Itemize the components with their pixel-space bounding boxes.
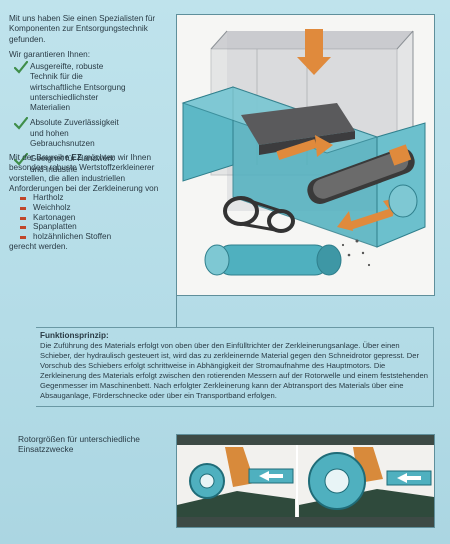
base-cylinder [216,244,330,276]
guarantee-label: Ausgereifte, robuste Technik für die wir… [30,62,126,113]
large-rotor-icon [308,452,366,510]
series-suffix: möchten wir Ihnen besonders robuste Wert… [9,153,159,193]
used-for-text: gerecht werden. [9,242,68,251]
bullet-icon [20,206,26,210]
material-label: Weichholz [33,202,71,212]
guarantee-item: Ausgereifte, robuste Technik für die wir… [14,61,128,113]
guarantee-item: Geeignet für Handwerk und Industrie [14,153,128,175]
checkmark-icon [14,153,28,167]
shredder-drawing [181,29,426,276]
material-label: Spanplatten [33,222,77,232]
down-arrow-icon [297,29,331,75]
function-title: Funktionsprinzip: [40,331,109,340]
material-label: Hartholz [33,193,64,202]
bullet-icon [20,216,26,220]
material-label: Kartonagen [33,212,76,222]
guarantee-label: Absolute Zuverlässigkeit und hohen Gebra… [30,118,119,149]
rotor-sizes-title: Rotorgrößen für unterschiedliche Einsatz… [18,434,140,455]
material-item: Weichholz [20,203,111,213]
connector-line [176,294,177,328]
right-arrow-icon [276,135,333,160]
material-feed [225,447,255,487]
bullet-icon [20,197,26,200]
material-item: holzähnlichen Stoffen [20,232,111,242]
materials-list: Hartholz Weichholz Kartonagen Spanplatte… [20,193,111,242]
material-item: Kartonagen [20,213,111,223]
function-principle-box: Funktionsprinzip: Die Zuführung des Mate… [36,327,434,407]
rotor-icon [307,144,415,204]
rotor-sizes-drawing [177,435,434,527]
material-item: Spanplatten [20,222,111,232]
shredder-illustration [176,14,435,296]
bullet-icon [20,236,26,240]
guarantee-label: Geeignet für Handwerk und Industrie [30,154,115,174]
rotor-sizes-illustration [176,434,435,528]
guarantee-list: Ausgereifte, robuste Technik für die wir… [14,61,179,180]
material-label: holzähnlichen Stoffen [33,232,112,242]
small-rotor-icon [189,463,225,499]
material-item: Hartholz [20,193,111,203]
intro-text: Mit uns haben Sie einen Spezialisten für… [9,14,156,44]
function-body: Die Zuführung des Materials erfolgt von … [40,341,428,400]
series-text: Mit der Baureihe EZ möchten wir Ihnen be… [9,153,172,194]
drive-belt-icon [223,196,295,233]
series-prefix: Mit der Baureihe [9,153,72,162]
series-name: EZ [71,153,82,162]
checkmark-icon [14,117,28,131]
guarantee-heading: Wir garantieren Ihnen: [9,50,91,59]
checkmark-icon [14,61,28,74]
guarantee-item: Absolute Zuverlässigkeit und hohen Gebra… [14,117,128,149]
pusher-block [241,103,355,145]
bullet-icon [20,226,26,230]
